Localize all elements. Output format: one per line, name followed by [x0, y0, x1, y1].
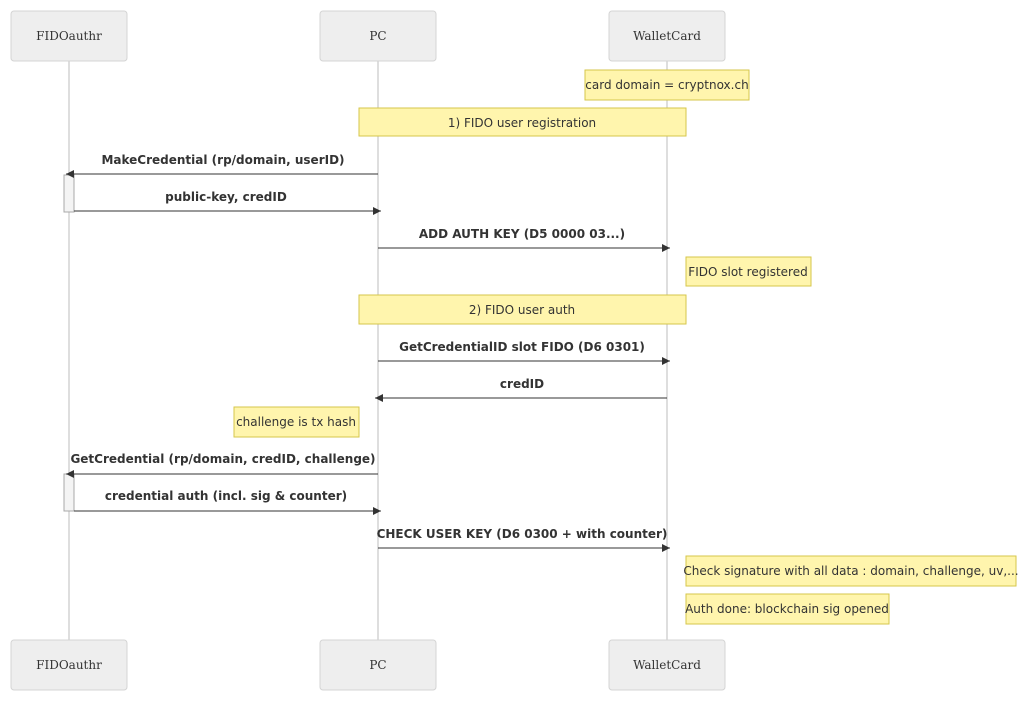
svg-text:credID: credID [500, 377, 544, 391]
message-public-key: public-key, credID [74, 190, 381, 215]
svg-text:Auth done: blockchain sig open: Auth done: blockchain sig opened [685, 602, 889, 616]
activation-bar-registration [63, 174, 75, 213]
svg-text:challenge is tx hash: challenge is tx hash [236, 415, 356, 429]
svg-text:CHECK USER KEY (D6 0300 + with: CHECK USER KEY (D6 0300 + with counter) [377, 527, 668, 541]
note-check-signature: Check signature with all data : domain, … [683, 555, 1019, 587]
actor-label: PC [369, 29, 386, 43]
actor-walletcard-bottom: WalletCard [608, 639, 726, 691]
message-make-credential: MakeCredential (rp/domain, userID) [66, 153, 378, 178]
message-check-user-key: CHECK USER KEY (D6 0300 + with counter) [377, 527, 670, 552]
svg-text:MakeCredential (rp/domain, use: MakeCredential (rp/domain, userID) [101, 153, 344, 167]
actor-label: WalletCard [633, 29, 701, 43]
actor-pc-bottom: PC [319, 639, 437, 691]
message-cred-id: credID [375, 377, 667, 402]
note-auth-done: Auth done: blockchain sig opened [685, 593, 890, 625]
svg-text:FIDO slot registered: FIDO slot registered [688, 265, 807, 279]
actor-pc-top: PC [319, 10, 437, 62]
svg-text:card domain = cryptnox.ch: card domain = cryptnox.ch [585, 78, 748, 92]
actor-fidoauthr-bottom: FIDOauthr [10, 639, 128, 691]
actor-fidoauthr-top: FIDOauthr [10, 10, 128, 62]
svg-text:1) FIDO user registration: 1) FIDO user registration [448, 116, 596, 130]
svg-text:GetCredentialID slot FIDO (D6: GetCredentialID slot FIDO (D6 0301) [399, 340, 645, 354]
actor-label: PC [369, 658, 386, 672]
note-challenge-hash: challenge is tx hash [233, 406, 360, 438]
activation-bar-auth [63, 473, 75, 512]
svg-text:2) FIDO user auth: 2) FIDO user auth [469, 303, 575, 317]
note-fido-slot-registered: FIDO slot registered [685, 256, 812, 287]
message-add-auth-key: ADD AUTH KEY (D5 0000 03...) [378, 227, 670, 252]
svg-text:ADD AUTH KEY (D5 0000 03...): ADD AUTH KEY (D5 0000 03...) [419, 227, 625, 241]
actor-label: WalletCard [633, 658, 701, 672]
actor-label: FIDOauthr [36, 29, 102, 43]
message-get-credential-id: GetCredentialID slot FIDO (D6 0301) [378, 340, 670, 365]
svg-text:GetCredential (rp/domain, cred: GetCredential (rp/domain, credID, challe… [70, 452, 375, 466]
actor-label: FIDOauthr [36, 658, 102, 672]
svg-text:credential auth (incl. sig & c: credential auth (incl. sig & counter) [105, 489, 347, 503]
actor-walletcard-top: WalletCard [608, 10, 726, 62]
message-get-credential: GetCredential (rp/domain, credID, challe… [66, 452, 378, 478]
note-section-registration: 1) FIDO user registration [358, 107, 687, 137]
svg-text:public-key, credID: public-key, credID [165, 190, 287, 204]
svg-text:Check signature with all data: Check signature with all data : domain, … [683, 564, 1018, 578]
note-section-auth: 2) FIDO user auth [358, 294, 687, 325]
message-credential-auth: credential auth (incl. sig & counter) [74, 489, 381, 515]
note-card-domain: card domain = cryptnox.ch [584, 69, 750, 101]
